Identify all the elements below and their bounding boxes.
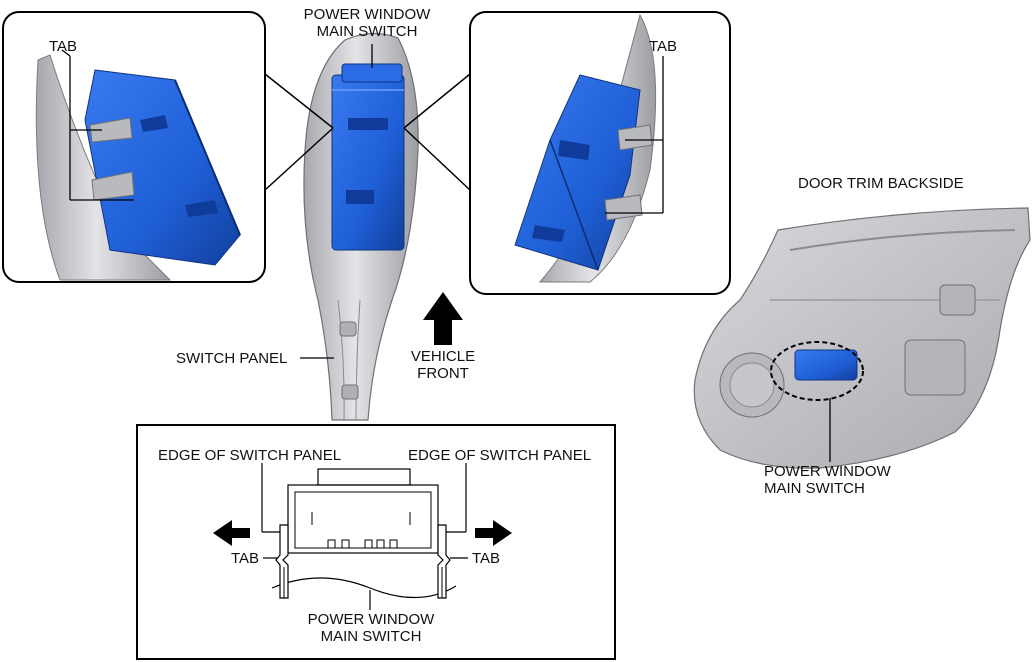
- top-switch-label-line2: MAIN SWITCH: [316, 23, 418, 40]
- callout-lines: [264, 44, 471, 359]
- vehicle-front-arrow-icon: [423, 292, 463, 345]
- switch-panel-label: SWITCH PANEL: [176, 350, 288, 367]
- vehicle-front-label-line2: FRONT: [417, 365, 469, 382]
- door-switch-label: POWER WINDOW MAIN SWITCH: [764, 463, 891, 497]
- top-switch-label: POWER WINDOW MAIN SWITCH: [292, 6, 442, 40]
- door-switch-label-line1: POWER WINDOW: [764, 463, 891, 480]
- edge-of-switch-panel-label-left: EDGE OF SWITCH PANEL: [158, 447, 342, 464]
- door-switch-label-line2: MAIN SWITCH: [764, 480, 865, 497]
- vehicle-front-label-line1: VEHICLE: [410, 348, 476, 365]
- tab-label-bottom-right: TAB: [472, 550, 501, 567]
- top-right-inset: [469, 11, 731, 295]
- tab-label-left-inset: TAB: [49, 38, 78, 55]
- center-switch-panel: [303, 32, 419, 421]
- top-left-inset: [2, 11, 266, 283]
- bottom-detail-box: [136, 424, 616, 660]
- bottom-switch-label-line1: POWER WINDOW: [307, 611, 435, 628]
- tab-label-right-inset: TAB: [649, 38, 678, 55]
- arrow-left-icon: [213, 520, 250, 546]
- arrow-right-icon: [475, 520, 512, 546]
- door-trim-backside-label: DOOR TRIM BACKSIDE: [798, 175, 964, 192]
- vehicle-front-label: VEHICLE FRONT: [405, 348, 481, 382]
- tab-label-bottom-left: TAB: [231, 550, 260, 567]
- bottom-switch-label-line2: MAIN SWITCH: [320, 628, 422, 645]
- edge-of-switch-panel-label-right: EDGE OF SWITCH PANEL: [408, 447, 592, 464]
- top-switch-label-line1: POWER WINDOW: [303, 6, 431, 23]
- bottom-switch-label: POWER WINDOW MAIN SWITCH: [296, 611, 446, 645]
- door-trim: [693, 207, 1031, 469]
